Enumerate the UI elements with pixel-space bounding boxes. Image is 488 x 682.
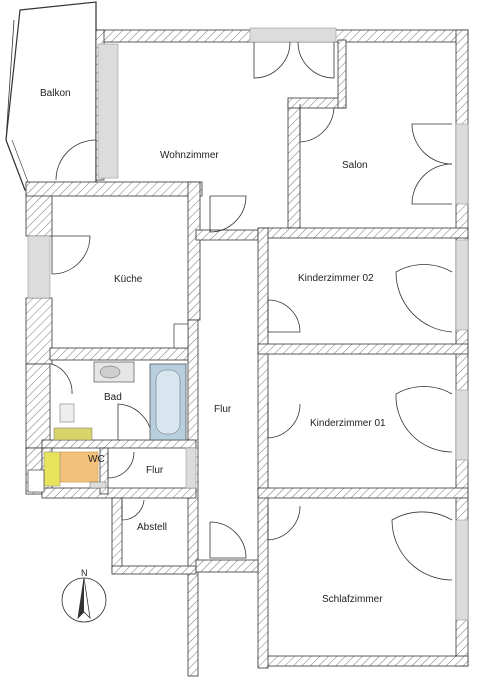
room-label-kueche: Küche (114, 274, 143, 285)
room-label-kinderzimmer-01: Kinderzimmer 01 (310, 418, 386, 429)
vanity-icon (53, 427, 93, 441)
north-arrow-icon: N (61, 568, 107, 623)
room-label-flur-small: Flur (146, 465, 164, 476)
room-label-wc: WC (88, 454, 105, 465)
room-label-kinderzimmer-02: Kinderzimmer 02 (298, 273, 374, 284)
room-label-abstell: Abstell (137, 522, 167, 533)
north-label: N (81, 568, 88, 578)
bathroom-fixtures (27, 323, 189, 493)
room-label-wohnzimmer: Wohnzimmer (160, 150, 219, 161)
room-label-flur-main: Flur (214, 404, 232, 415)
room-label-salon: Salon (342, 160, 368, 171)
room-label-balkon: Balkon (40, 88, 71, 99)
wc-highlight (59, 451, 99, 483)
windows (27, 27, 469, 621)
doors (51, 41, 453, 581)
room-label-schlafzimmer: Schlafzimmer (322, 594, 383, 605)
room-label-bad: Bad (104, 392, 122, 403)
toilet-icon (59, 403, 75, 423)
room-labels: Balkon Wohnzimmer Salon Küche Kinderzimm… (40, 88, 386, 605)
